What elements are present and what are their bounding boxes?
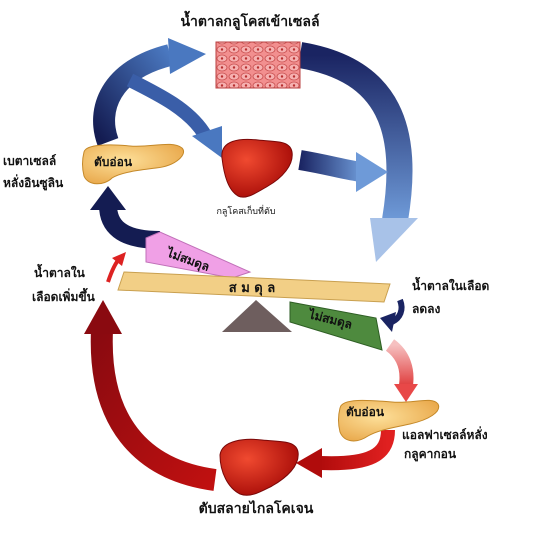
balance-bar <box>117 271 391 303</box>
arrow-small-red-up <box>106 252 126 283</box>
label-pancreas-bottom: ตับอ่อน <box>346 405 385 419</box>
label-alpha-cell-1: แอลฟาเซลล์หลั่ง <box>402 426 488 442</box>
fulcrum <box>222 300 292 332</box>
label-blood-sugar-up-2: เลือดเพิ่มขึ้น <box>32 287 96 304</box>
arrow-cells-to-balance <box>297 42 418 262</box>
label-blood-sugar-up-1: น้ำตาลใน <box>34 263 86 280</box>
liver-storage-organ <box>221 138 293 198</box>
label-blood-sugar-down-2: ลดลง <box>412 302 441 316</box>
arrow-liver-to-balance-red <box>84 300 217 491</box>
label-liver-breakdown: ตับสลายไกลโคเจน <box>199 499 314 517</box>
arrow-imbalance-to-pancreas <box>90 186 161 249</box>
imbalance-top-wedge <box>145 231 252 279</box>
arrow-cells-to-liver <box>126 73 222 158</box>
arrow-pancreas-to-liver-red <box>296 429 395 478</box>
arrow-right-blue-down <box>380 298 405 332</box>
label-beta-cell-1: เบตาเซลล์ <box>3 154 56 168</box>
label-top-cells: น้ำตาลกลูโคสเข้าเซลล์ <box>180 10 319 30</box>
pancreas-bottom-organ <box>338 399 440 442</box>
label-pancreas-top: ตับอ่อน <box>94 155 133 169</box>
arrow-imbalance-to-pancreas-red <box>385 339 418 402</box>
imbalance-bottom-wedge <box>289 301 383 351</box>
label-blood-sugar-down-1: น้ำตาลในเลือด <box>412 276 490 293</box>
label-balance: ส ม ดุ ล <box>229 281 276 296</box>
arrow-liver-to-right <box>298 150 388 192</box>
cells-tissue <box>215 41 301 89</box>
arrow-pancreas-to-cells <box>93 38 206 146</box>
label-liver-store: กลูโคสเก็บที่ตับ <box>216 204 275 217</box>
label-beta-cell-2: หลั่งอินซูลิน <box>3 174 64 191</box>
label-alpha-cell-2: กลูคากอน <box>404 447 457 462</box>
pancreas-top-organ <box>82 143 184 185</box>
liver-breakdown-organ <box>219 438 299 496</box>
